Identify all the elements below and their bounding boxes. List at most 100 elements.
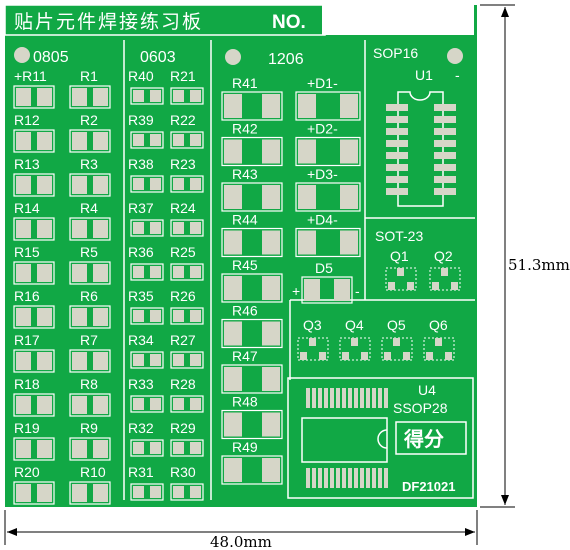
footprint-outline (130, 483, 164, 501)
solder-pad (306, 388, 310, 408)
footprint-outline (69, 393, 111, 417)
solder-pad (150, 266, 161, 278)
solder-pad (386, 164, 408, 171)
fiducial-right (447, 48, 463, 64)
footprint-outline (130, 219, 164, 237)
footprint-outline (130, 263, 164, 281)
solder-pad (150, 486, 161, 498)
solder-pad (434, 116, 456, 123)
solder-pad (300, 352, 307, 360)
solder-pad (324, 388, 328, 408)
solder-pad (312, 468, 316, 488)
solder-pad (434, 140, 456, 147)
resistor-label: R42 (232, 121, 258, 137)
solder-pad (37, 132, 52, 150)
solder-pad (37, 88, 52, 106)
solder-pad (334, 279, 350, 301)
u1-minus: - (455, 67, 460, 83)
solder-pad (378, 388, 382, 408)
board-model: DF21021 (402, 479, 455, 494)
solder-pad (262, 276, 280, 300)
solder-pad (72, 220, 87, 238)
solder-pad (393, 338, 400, 346)
u4-label: U4 (418, 382, 436, 398)
footprint-outline (13, 217, 55, 241)
solder-pad (93, 132, 108, 150)
solder-pad (388, 282, 395, 290)
solder-pad (262, 321, 280, 346)
solder-pad (298, 139, 316, 164)
resistor-label: R48 (232, 394, 258, 410)
solder-pad (173, 134, 184, 146)
solder-pad (262, 412, 280, 437)
solder-pad (336, 388, 340, 408)
solder-pad (133, 266, 144, 278)
section-sot23: SOT-23 (375, 228, 423, 244)
solder-pad (37, 220, 52, 238)
diode-label: +D4- (307, 212, 338, 228)
diode-label: - (355, 283, 360, 299)
footprint-outline (221, 227, 283, 258)
solder-pad (173, 398, 184, 410)
solder-pad (133, 178, 144, 190)
solder-pad (93, 220, 108, 238)
solder-pad (16, 440, 31, 458)
solder-pad (133, 398, 144, 410)
solder-pad (16, 352, 31, 370)
footprint-outline (13, 437, 55, 461)
solder-pad (324, 468, 328, 488)
solder-pad (340, 94, 358, 118)
resistor-label: R19 (14, 420, 40, 436)
footprint-outline (170, 395, 204, 413)
solder-pad (397, 268, 404, 276)
u1-label: U1 (415, 67, 433, 83)
solder-pad (16, 88, 31, 106)
solder-pad (366, 468, 370, 488)
sot-outline (381, 337, 413, 361)
solder-pad (384, 468, 388, 488)
ssop28-label: SSOP28 (393, 400, 448, 416)
no-label: NO. (272, 12, 306, 33)
solder-pad (93, 88, 108, 106)
footprint-outline (130, 439, 164, 457)
solder-pad (16, 176, 31, 194)
solder-pad (386, 152, 408, 159)
solder-pad (432, 282, 439, 290)
solder-pad (354, 468, 358, 488)
footprint-outline (221, 455, 283, 485)
solder-pad (434, 128, 456, 135)
resistor-label: R26 (170, 288, 196, 304)
solder-pad (190, 486, 201, 498)
solder-pad (319, 352, 326, 360)
resistor-label: R32 (128, 420, 154, 436)
footprint-outline (221, 182, 283, 212)
solder-pad (190, 398, 201, 410)
solder-pad (318, 388, 322, 408)
score-box (395, 421, 467, 455)
solder-pad (150, 178, 161, 190)
sot-outline (385, 267, 417, 291)
resistor-label: R36 (128, 244, 154, 260)
sot-outline (339, 337, 371, 361)
solder-pad (262, 230, 280, 255)
resistor-label: R3 (80, 156, 98, 172)
solder-pad (150, 90, 161, 102)
solder-pad (37, 396, 52, 414)
solder-pad (173, 90, 184, 102)
resistor-label: R17 (14, 332, 40, 348)
solder-pad (434, 164, 456, 171)
ssop28-pads (306, 388, 388, 488)
solder-pad (384, 388, 388, 408)
solder-pad (386, 128, 408, 135)
solder-pad (407, 282, 414, 290)
solder-pad (173, 266, 184, 278)
solder-pad (224, 94, 242, 118)
resistor-label: R41 (232, 75, 258, 91)
diode-label: +D2- (307, 121, 338, 137)
solder-pad (330, 468, 334, 488)
transistor-label: Q4 (345, 317, 364, 333)
section-sop16: SOP16 (373, 45, 418, 61)
solder-pad (173, 310, 184, 322)
